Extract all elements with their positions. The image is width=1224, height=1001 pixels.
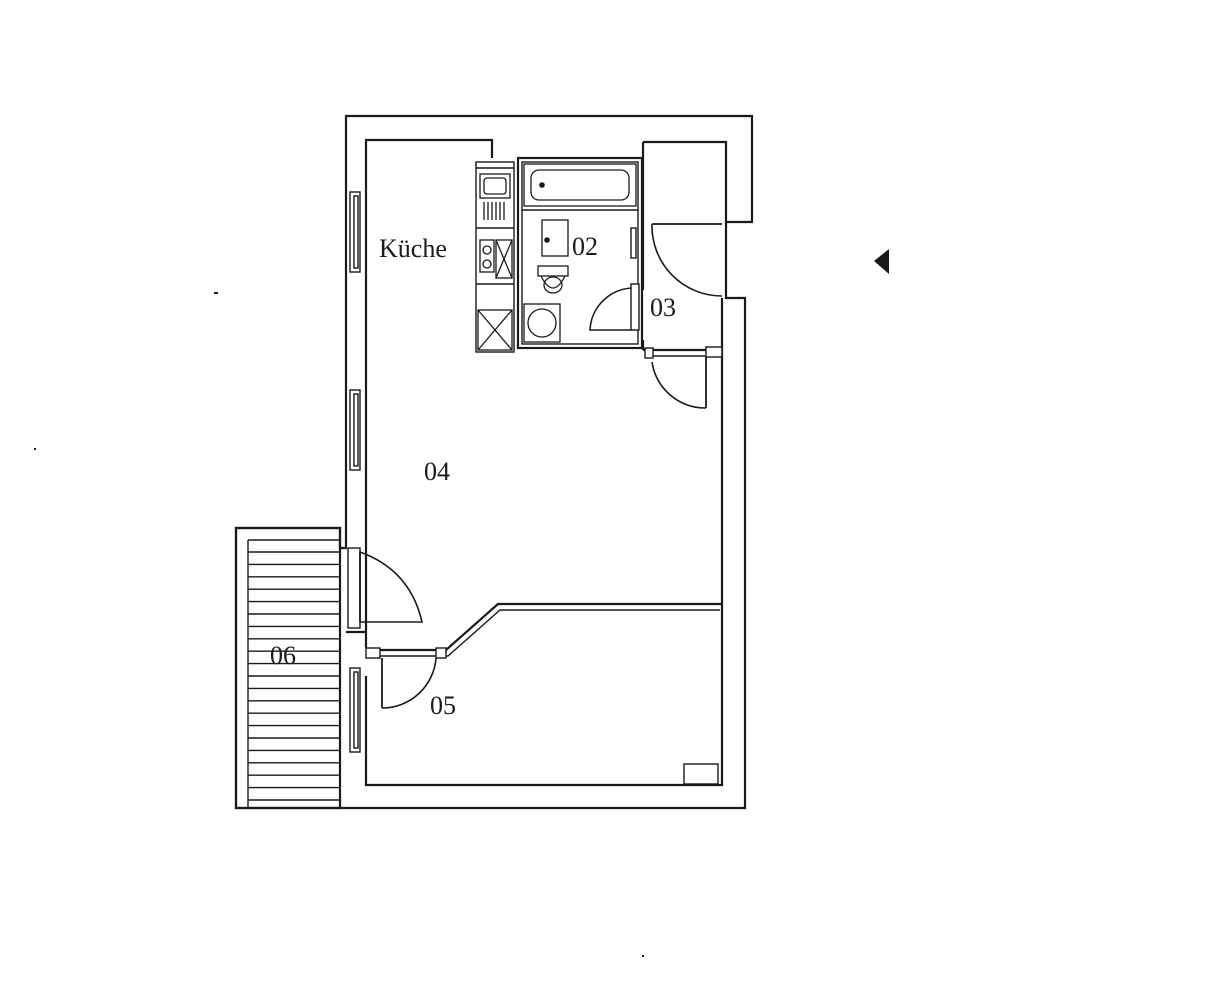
room-label-hallway: 03: [650, 293, 676, 322]
hallway: [641, 142, 723, 409]
room-label-living: 04: [424, 457, 450, 486]
terrace-door: [347, 547, 424, 629]
triangle-left-icon: [874, 249, 889, 274]
windows-left: [349, 191, 361, 753]
scan-specks: [34, 292, 644, 957]
partition-04-05: [346, 602, 722, 785]
room-label-kitchen: Küche: [379, 234, 447, 263]
room-label-bathroom: 02: [572, 232, 598, 261]
staircase: [234, 526, 342, 810]
room-label-bedroom: 05: [430, 691, 456, 720]
kitchen-counter: [475, 161, 515, 353]
room-label-staircase: 06: [270, 641, 296, 670]
outer-walls: [234, 114, 754, 810]
